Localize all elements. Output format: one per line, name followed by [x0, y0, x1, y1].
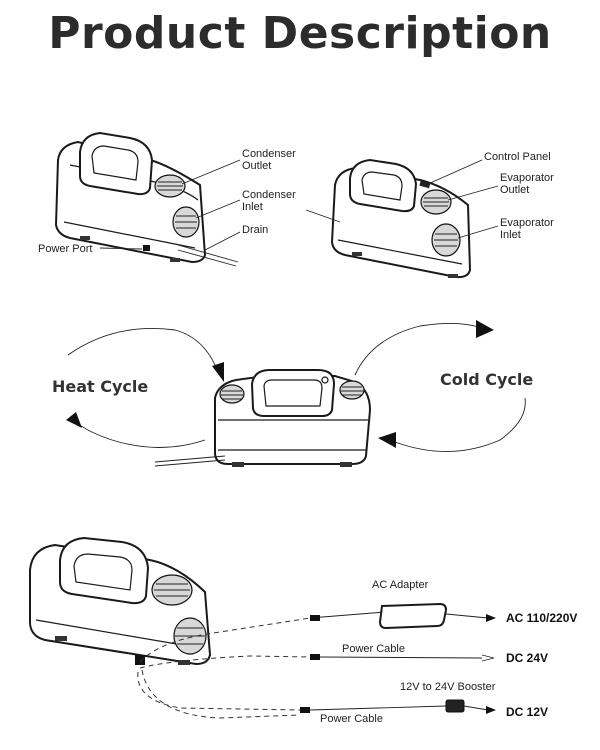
booster-12v-24v	[300, 699, 496, 714]
unit-front-view	[305, 158, 472, 279]
power-view-socket	[135, 655, 145, 665]
label-evaporator-inlet-line1: Evaporator	[500, 217, 554, 229]
side-knob	[321, 376, 329, 384]
unit-side-view	[154, 369, 372, 467]
label-dc-12v: DC 12V	[506, 705, 548, 719]
label-power-port: Power Port	[38, 243, 92, 255]
power-port-socket	[143, 245, 150, 251]
label-condenser-inlet-line2: Inlet	[242, 201, 263, 213]
label-control-panel: Control Panel	[484, 151, 551, 163]
cold-cycle-arrowhead-bottom	[378, 432, 396, 448]
label-power-cable-2: Power Cable	[320, 713, 383, 725]
cold-cycle-arrowhead-top	[476, 320, 494, 338]
dc12-cable-dashed	[137, 671, 301, 711]
ac-cable-dashed	[139, 617, 311, 663]
dc24-cable-dashed	[139, 655, 311, 669]
heat-cycle-arrows	[66, 327, 224, 448]
label-cold-cycle: Cold Cycle	[440, 370, 533, 389]
cold-cycle-arrows	[354, 320, 526, 452]
control-panel-buttons	[419, 180, 431, 189]
label-condenser-outlet-line2: Outlet	[242, 160, 271, 172]
label-condenser-inlet-line1: Condenser	[242, 189, 296, 201]
drain-tube	[177, 244, 239, 263]
dc24-cable	[310, 654, 495, 662]
unit-back-view	[54, 131, 239, 267]
unit-power-view	[29, 536, 212, 666]
page-title: Product Description	[48, 8, 552, 59]
label-ac-adapter: AC Adapter	[372, 579, 429, 591]
label-evaporator-outlet-line2: Outlet	[500, 184, 529, 196]
label-evaporator-outlet-line1: Evaporator	[500, 172, 554, 184]
label-drain: Drain	[242, 224, 268, 236]
label-booster: 12V to 24V Booster	[400, 681, 496, 693]
side-left-grille	[219, 384, 245, 404]
ac-adapter	[309, 602, 496, 630]
label-ac-input: AC 110/220V	[506, 611, 577, 625]
label-heat-cycle: Heat Cycle	[52, 377, 148, 396]
label-dc-24v: DC 24V	[506, 651, 548, 665]
side-right-grille	[339, 380, 365, 400]
label-power-cable-1: Power Cable	[342, 643, 405, 655]
heat-cycle-arrowhead-bottom	[66, 412, 82, 428]
label-condenser-outlet-line1: Condenser	[242, 148, 296, 160]
heat-cycle-arrowhead-top	[212, 362, 224, 382]
label-evaporator-inlet-line2: Inlet	[500, 229, 521, 241]
